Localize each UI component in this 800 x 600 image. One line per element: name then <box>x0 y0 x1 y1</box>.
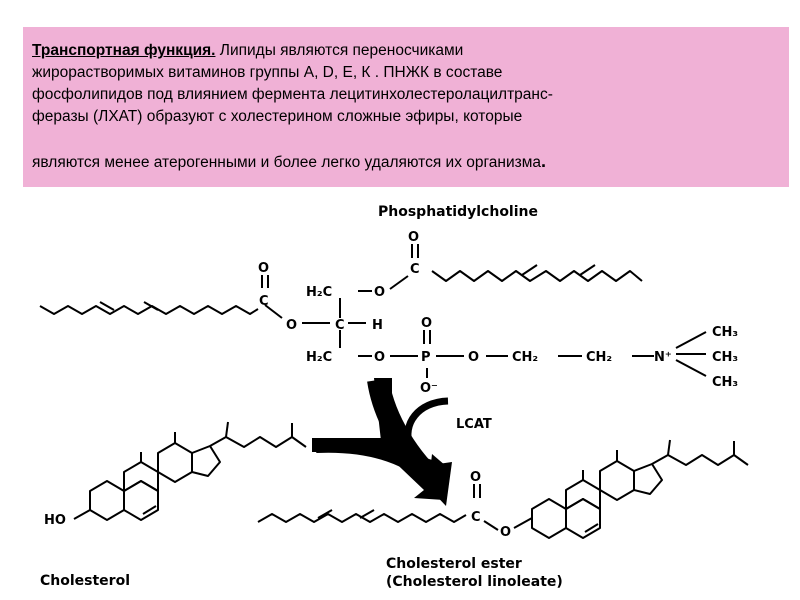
text-line-2: жирорастворимых витаминов группы А, D, Е… <box>32 64 503 81</box>
top-fatty-acid-chain <box>431 270 643 282</box>
cholesterol-linoleate-label: (Cholesterol linoleate) <box>386 574 563 590</box>
text-line-1: Транспортная функция. Липиды являются пе… <box>32 40 780 62</box>
left-fatty-acid-chain <box>39 305 259 315</box>
atom-p: P <box>421 350 431 365</box>
cholesterol-ring-c <box>123 461 159 492</box>
cholesterol-ester-label: Cholesterol ester <box>386 556 522 572</box>
atom-o-minus: O⁻ <box>420 381 438 396</box>
text-line-1-body: Липиды являются переносчиками <box>215 42 464 59</box>
ester-ring-a <box>531 498 567 539</box>
atom-o-phosphate-ester: O <box>374 350 385 365</box>
atom-ch3-2: CH₃ <box>712 350 738 365</box>
reaction-arrow <box>312 378 452 506</box>
atom-o-ester-carbonyl: O <box>470 470 481 485</box>
cholesterol-ring-d <box>191 445 221 477</box>
ester-fatty-acid-chain <box>257 513 467 523</box>
atom-h2c-top: H₂C <box>306 285 332 300</box>
text-line-4: феразы (ЛХАТ) образуют с холестерином сл… <box>32 108 523 125</box>
ester-ring-c2 <box>599 460 635 501</box>
atom-ch2-1: CH₂ <box>512 350 538 365</box>
atom-c-glycerol-mid: C <box>335 318 345 333</box>
atom-o-phosphoryl: O <box>421 316 432 331</box>
atom-o-top-ester: O <box>374 285 385 300</box>
atom-n-plus: N⁺ <box>654 350 672 365</box>
ester-ring-c <box>565 479 601 510</box>
description-textbox: Транспортная функция. Липиды являются пе… <box>23 27 789 187</box>
phosphatidylcholine-label: Phosphatidylcholine <box>378 204 538 220</box>
atom-ch3-3: CH₃ <box>712 375 738 390</box>
atom-ch3-1: CH₃ <box>712 325 738 340</box>
text-line-5-period: . <box>541 151 547 171</box>
atom-o-left-carbonyl: O <box>258 261 269 276</box>
atom-o-top-carbonyl: O <box>408 230 419 245</box>
text-line-5-body: являются менее атерогенными и более легк… <box>32 154 542 171</box>
atom-ch2-2: CH₂ <box>586 350 612 365</box>
atom-c-left-carbonyl: C <box>259 294 269 309</box>
lcat-label: LCAT <box>456 417 492 432</box>
text-line-5: являются менее атерогенными и более легк… <box>32 150 780 174</box>
atom-h2c-bottom: H₂C <box>306 350 332 365</box>
atom-ho: HO <box>44 513 66 528</box>
atom-c-ester: C <box>471 510 481 525</box>
atom-c-top-carbonyl: C <box>410 262 420 277</box>
atom-o-ester-link: O <box>500 525 511 540</box>
cholesterol-label: Cholesterol <box>40 573 130 589</box>
atom-h-glycerol: H <box>372 318 383 333</box>
cholesterol-ring-a <box>89 480 125 521</box>
section-title: Транспортная функция. <box>32 42 216 59</box>
ester-ring-d <box>633 463 663 495</box>
atom-o-choline: O <box>468 350 479 365</box>
atom-o-left-ester: O <box>286 318 297 333</box>
cholesterol-ring-c2 <box>157 442 193 483</box>
text-line-3: фосфолипидов под влиянием фермента лецит… <box>32 86 553 103</box>
lcat-curved-arrow <box>404 397 449 472</box>
